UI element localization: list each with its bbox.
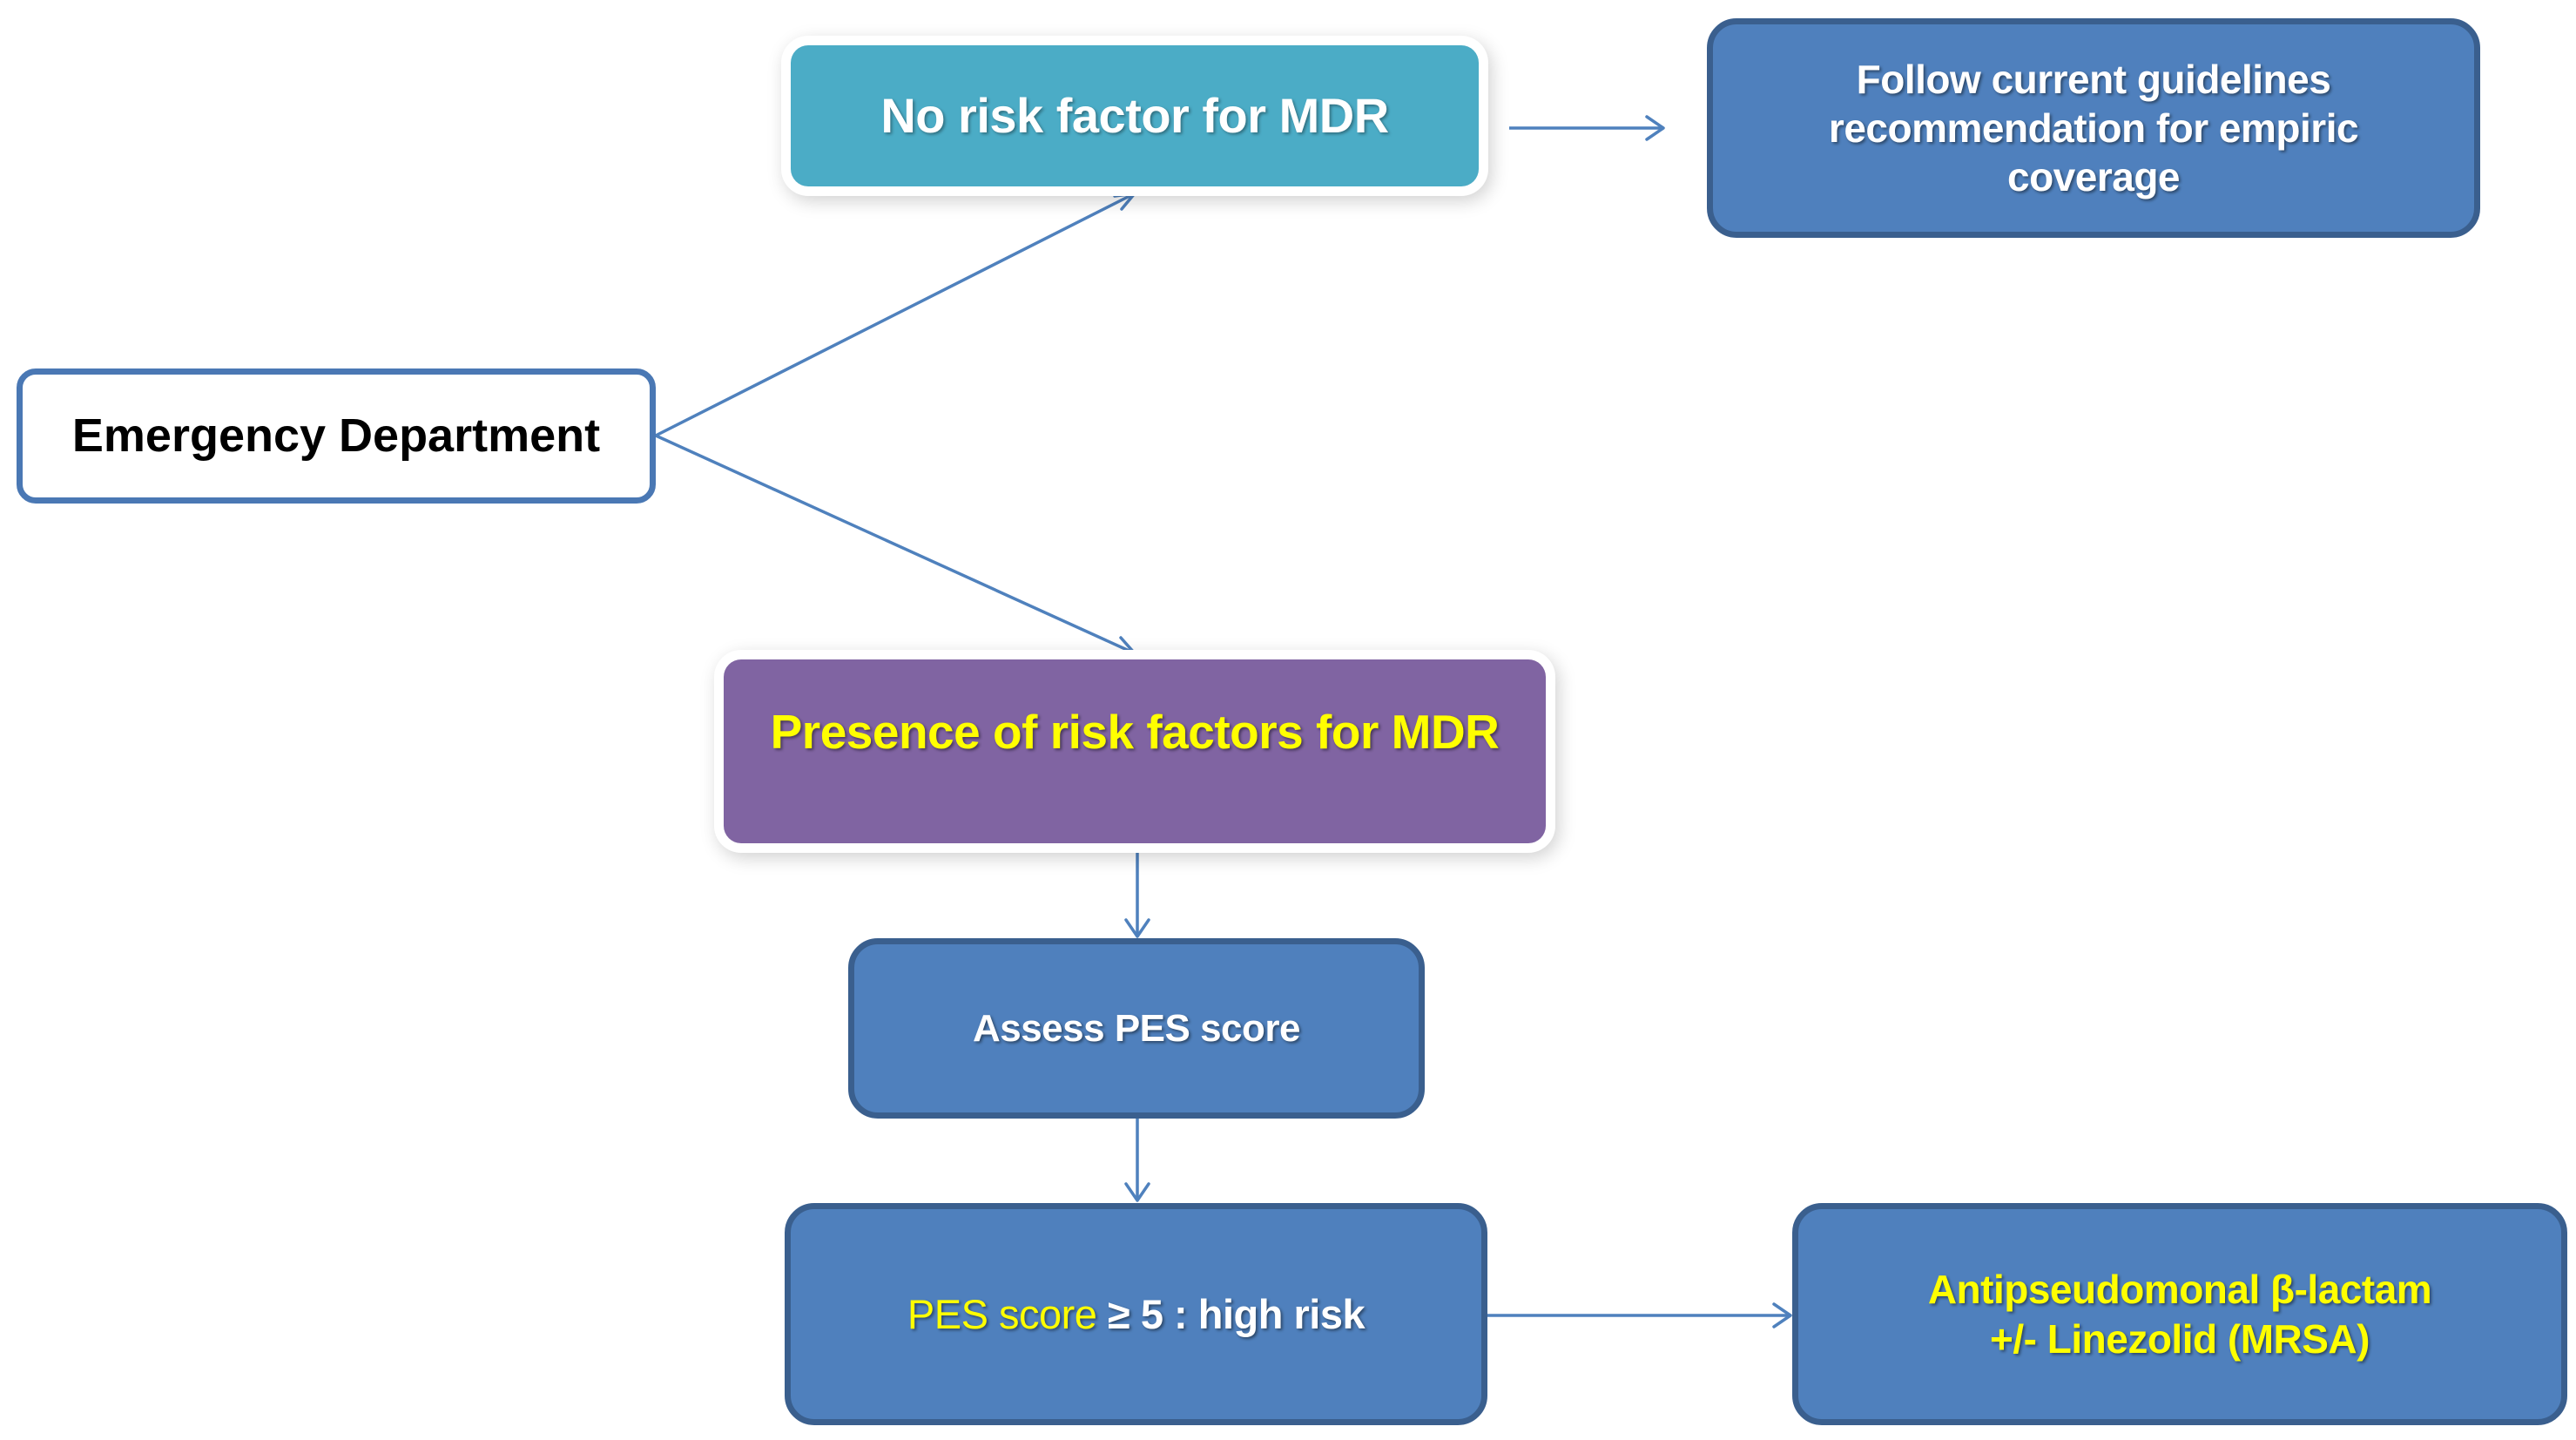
edge-pes-to-treatment	[1487, 1302, 1792, 1328]
presence-risk-factors-box: Presence of risk factors for MDR	[724, 659, 1546, 843]
guidelines-line-2: recommendation for empiric	[1828, 105, 2359, 151]
treatment-box: Antipseudomonal β-lactam +/- Linezolid (…	[1792, 1203, 2567, 1425]
edge-ed-to-no-risk	[655, 192, 1136, 437]
edge-ed-to-presence	[655, 434, 1136, 655]
edge-no-risk-to-guidelines	[1509, 115, 1665, 141]
edge-assess-to-pes	[1124, 1119, 1150, 1202]
guidelines-box: Follow current guidelines recommendation…	[1707, 18, 2480, 238]
assess-pes-score-label: Assess PES score	[972, 1006, 1301, 1050]
guidelines-line-3: coverage	[2006, 154, 2181, 200]
treatment-line-1: Antipseudomonal β-lactam	[1927, 1267, 2432, 1313]
emergency-department-label: Emergency Department	[71, 409, 601, 462]
no-risk-factor-box: No risk factor for MDR	[791, 45, 1479, 186]
no-risk-factor-label: No risk factor for MDR	[880, 87, 1389, 143]
pes-score-high-risk-box: PES score ≥ 5 : high risk	[785, 1203, 1487, 1425]
pes-score-threshold-text: ≥ 5 : high risk	[1096, 1290, 1366, 1337]
edge-presence-to-assess	[1124, 852, 1150, 938]
pes-score-highlight-text: PES score	[907, 1290, 1097, 1337]
emergency-department-box: Emergency Department	[17, 368, 656, 504]
assess-pes-score-box: Assess PES score	[848, 938, 1425, 1119]
guidelines-line-1: Follow current guidelines	[1856, 56, 2331, 102]
presence-risk-factors-label: Presence of risk factors for MDR	[770, 705, 1500, 759]
treatment-line-2: +/- Linezolid (MRSA)	[1990, 1315, 2370, 1362]
